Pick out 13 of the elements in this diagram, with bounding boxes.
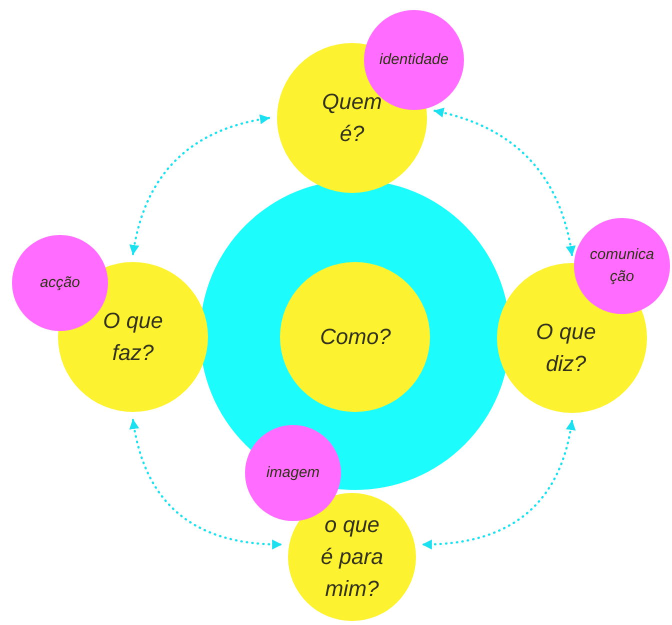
dotted-arrow <box>434 108 576 256</box>
circle-text: Como? <box>320 323 390 351</box>
circle-text: acção <box>38 273 82 293</box>
circle-text: O que faz? <box>102 307 164 367</box>
circle-text: Quem é? <box>321 88 383 148</box>
circle-text: identidade <box>378 50 450 70</box>
dotted-arrow <box>130 114 270 256</box>
circle-text: imagem <box>265 463 321 483</box>
circle-text: O que diz? <box>535 318 597 378</box>
dotted-arrow <box>130 418 282 550</box>
circle-text: comunicação <box>589 245 655 287</box>
dotted-arrow <box>422 420 576 550</box>
circle-text: o que é para mim? <box>320 511 384 603</box>
